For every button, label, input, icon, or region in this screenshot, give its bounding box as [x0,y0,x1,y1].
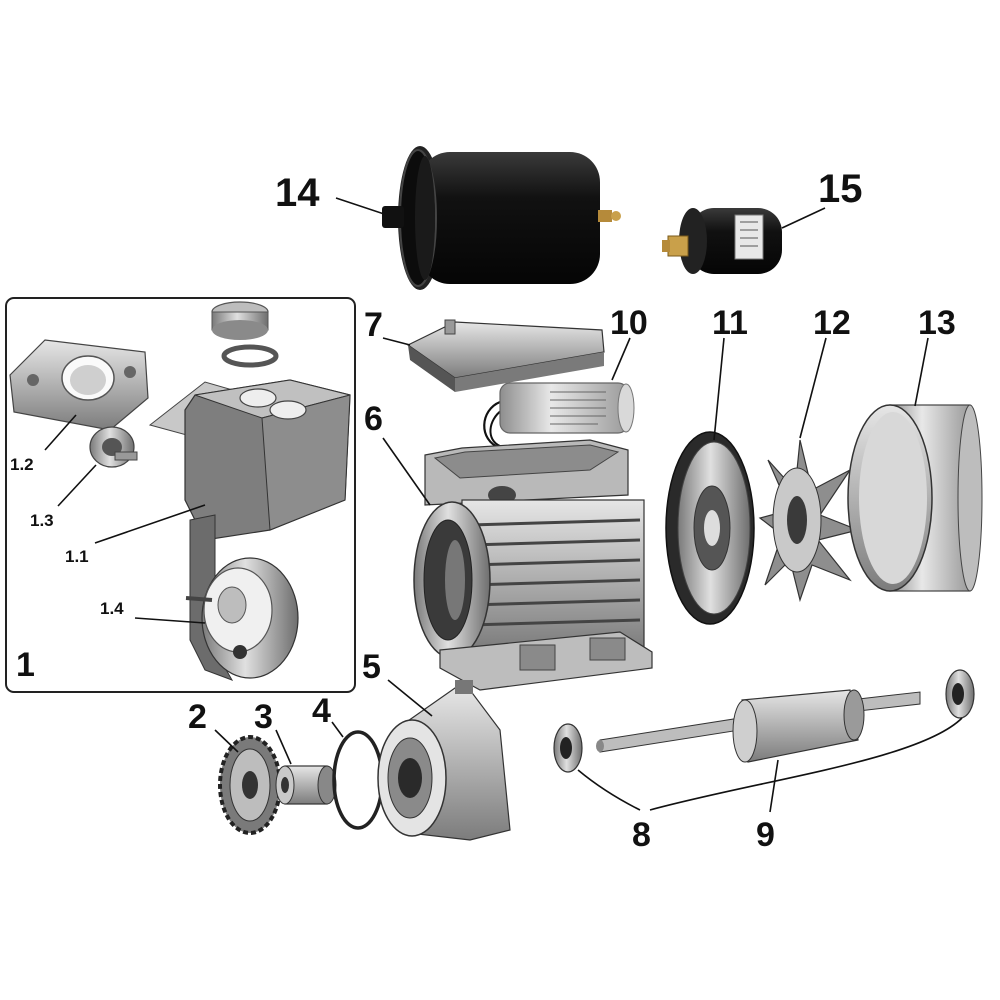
callout-1: 1 [16,646,35,684]
drain-plug [211,301,279,368]
callout-7: 7 [364,306,383,344]
callout-14: 14 [275,171,320,215]
valve-part-1-3 [89,426,138,468]
end-shield-part-11 [665,431,755,625]
bearing-part-8-left [553,723,583,773]
impeller-part-2 [218,735,282,835]
pump-body-group-frame [5,297,356,693]
callout-1-2: 1.2 [10,455,34,474]
fan-cover-part-13 [847,404,983,592]
callout-11: 11 [712,304,748,342]
callout-8: 8 [632,816,651,854]
mechanical-seal-part-3 [275,765,337,805]
callout-13: 13 [918,304,956,342]
leader-lines [44,197,963,813]
motor-housing-part-6 [413,439,653,691]
callout-12: 12 [813,304,851,342]
cooling-fan-part-12 [758,439,860,603]
callout-1-1: 1.1 [65,547,89,566]
callout-6: 6 [364,400,383,438]
pressure-switch-part-15 [662,208,782,274]
rotor-shaft-part-9 [596,689,921,763]
callout-9: 9 [756,816,775,854]
callout-10: 10 [610,304,648,342]
capacitor-part-10 [483,382,635,450]
callout-2: 2 [188,698,207,736]
callout-5: 5 [362,648,381,686]
callout-1-4: 1.4 [100,599,124,618]
bracket-part-5 [377,680,511,841]
terminal-cover-part-7 [406,319,605,392]
callout-3: 3 [254,698,273,736]
callout-1-3: 1.3 [30,511,54,530]
o-ring-part-4 [332,730,384,830]
bearing-part-8-right [945,669,975,719]
callout-15: 15 [818,167,863,211]
flange-part-1-2 [9,339,149,431]
pump-body-part-1-1 [148,379,351,681]
callout-4: 4 [312,692,331,730]
pressure-tank-part-14 [382,146,621,290]
